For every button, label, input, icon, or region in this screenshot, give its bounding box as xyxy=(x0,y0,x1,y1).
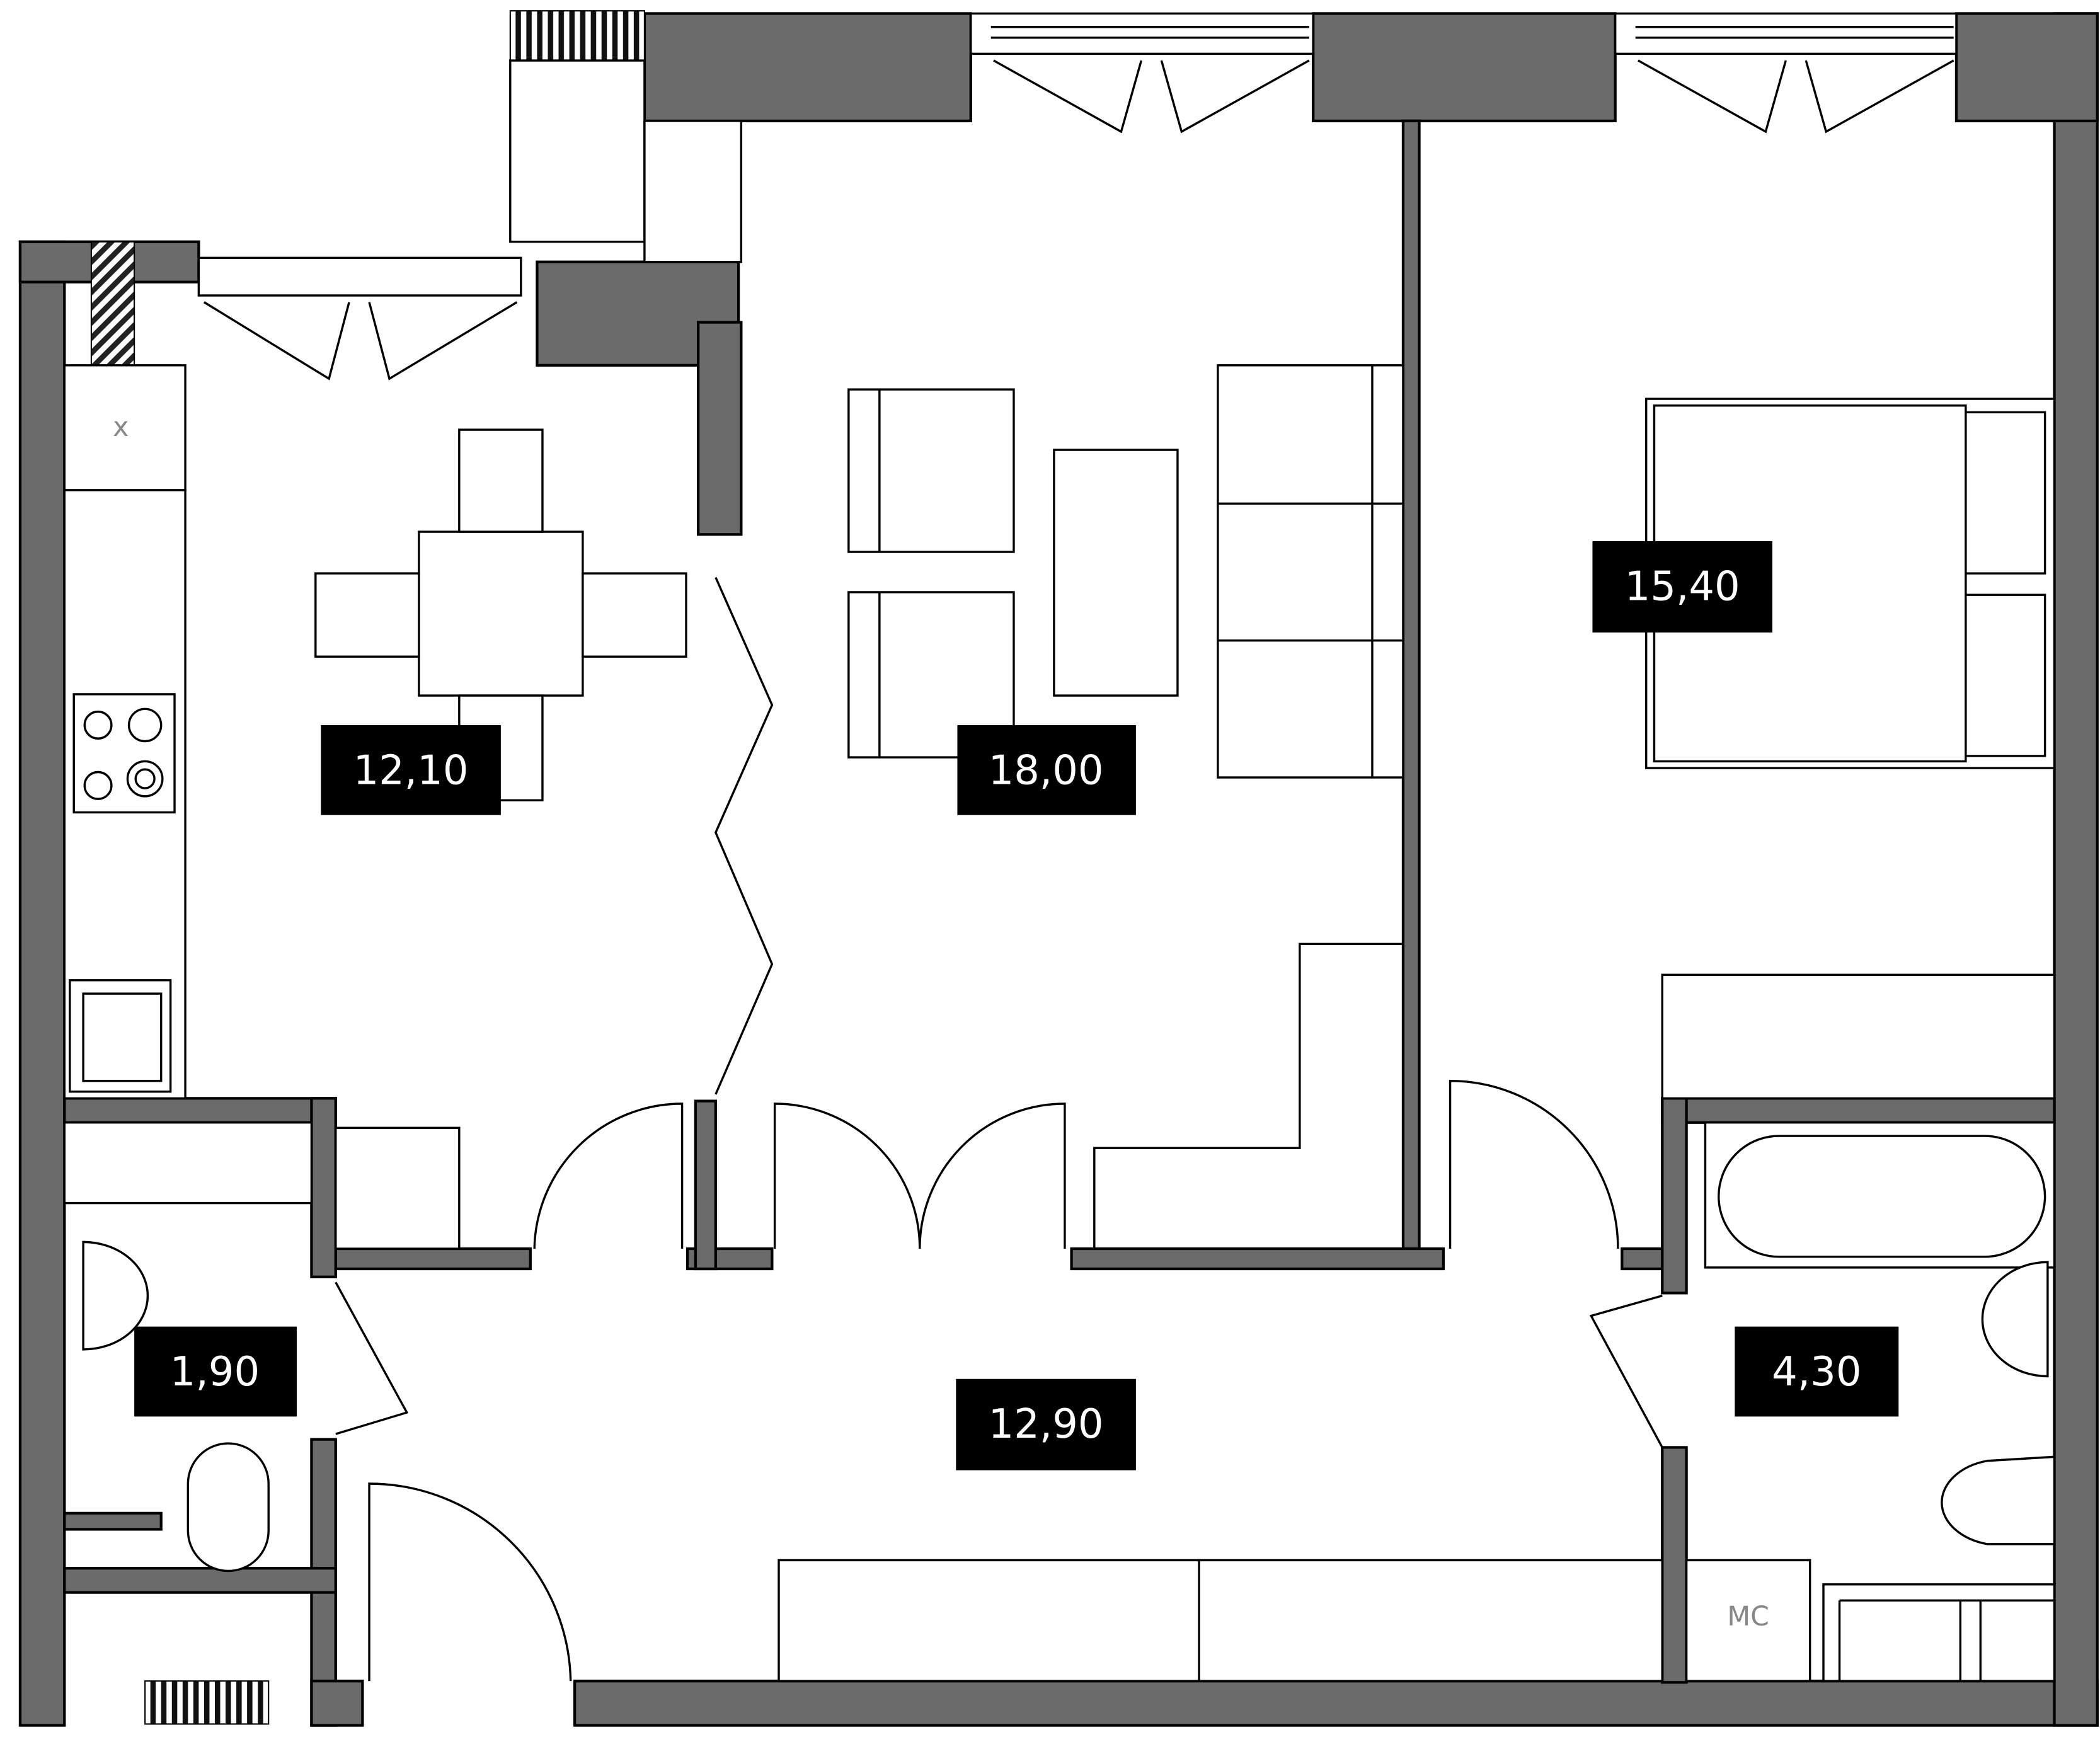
svg-text:15,40: 15,40 xyxy=(1625,563,1740,610)
balcony xyxy=(509,59,646,243)
kitchen-furniture: x xyxy=(63,364,687,1100)
svg-text:1,90: 1,90 xyxy=(170,1349,260,1395)
area-label-bathroom: 4,30 xyxy=(1735,1326,1899,1417)
vent-shaft xyxy=(90,241,135,366)
area-label-kitchen: 12,10 xyxy=(321,725,501,815)
svg-text:12,90: 12,90 xyxy=(989,1401,1104,1448)
area-label-hallway: 12,90 xyxy=(956,1378,1136,1470)
svg-text:12,10: 12,10 xyxy=(353,747,469,794)
living-furniture xyxy=(714,364,1404,1249)
bathroom-fixtures: MC xyxy=(63,1121,2056,1682)
mc-label: MC xyxy=(1727,1601,1769,1632)
entry-grille xyxy=(144,1680,270,1725)
walls xyxy=(18,12,2099,1727)
area-label-wc: 1,90 xyxy=(134,1326,297,1417)
kitchen-x-mark: x xyxy=(113,411,129,443)
windows xyxy=(197,12,1958,381)
area-label-bedroom: 15,40 xyxy=(1592,541,1773,633)
bedroom-furniture xyxy=(1644,398,2056,1100)
balcony-door-frame xyxy=(643,120,743,263)
svg-text:18,00: 18,00 xyxy=(989,747,1104,794)
area-label-living-room: 18,00 xyxy=(957,725,1136,815)
kitchen-sink xyxy=(69,979,172,1093)
doors xyxy=(335,1079,1663,1682)
svg-text:4,30: 4,30 xyxy=(1772,1349,1861,1395)
balcony-railing xyxy=(509,10,645,62)
